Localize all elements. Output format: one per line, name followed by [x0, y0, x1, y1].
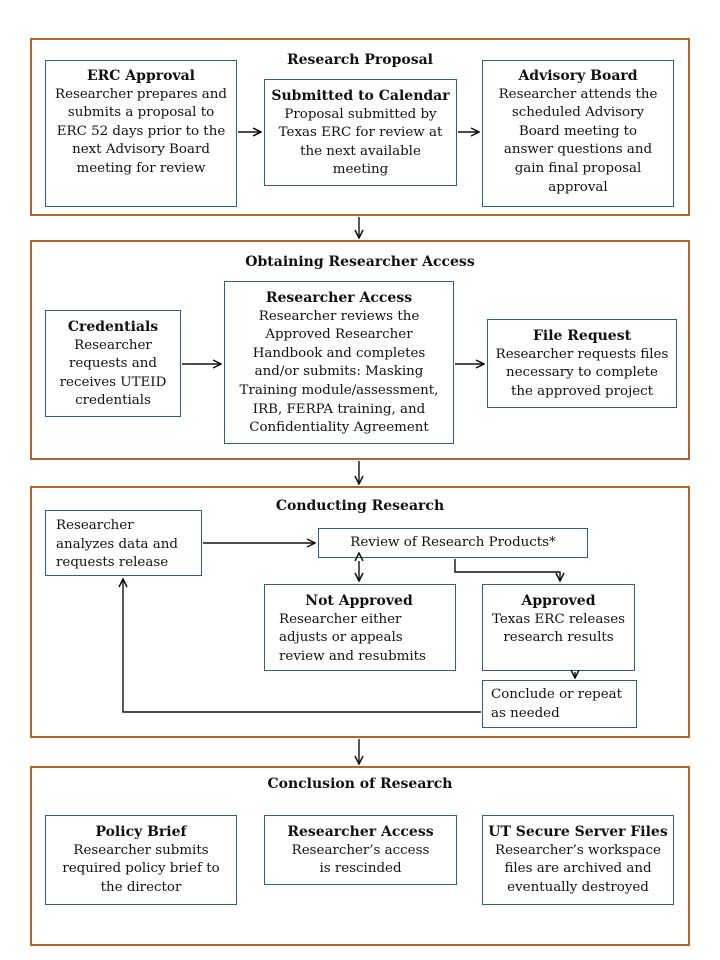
advisory-board-box: Advisory Board Researcher attends the sc… [482, 60, 674, 207]
section-title: Conducting Research [275, 498, 445, 514]
box-text: Researcher prepares and submits a propos… [55, 86, 227, 176]
box-heading: File Request [532, 328, 632, 344]
section-research-proposal: Research Proposal [30, 38, 690, 216]
box-heading: Credentials [67, 319, 159, 335]
box-heading: Advisory Board [518, 68, 638, 84]
credentials-box: Credentials Researcher requests and rece… [45, 310, 181, 417]
file-request-box: File Request Researcher requests files n… [487, 319, 677, 408]
box-heading: Researcher Access [287, 824, 434, 840]
box-text: Review of Research Products* [350, 535, 556, 550]
approved-box: Approved Texas ERC releases research res… [482, 584, 635, 671]
box-text: Researcher either adjusts or appeals rev… [279, 611, 426, 664]
box-text: Researcher’s workspace files are archive… [495, 842, 661, 895]
section-title: Research Proposal [287, 52, 433, 68]
researcher-access-box: Researcher Access Researcher reviews the… [224, 281, 454, 444]
ut-server-files-box: UT Secure Server Files Researcher’s work… [482, 815, 674, 905]
box-text: Researcher requests and receives UTEID c… [59, 337, 167, 409]
box-heading: ERC Approval [86, 68, 195, 84]
section-conducting-research: Conducting Research [30, 486, 690, 738]
box-text: Researcher analyzes data and requests re… [56, 518, 178, 571]
box-heading: UT Secure Server Files [488, 824, 668, 840]
submitted-to-calendar-box: Submitted to Calendar Proposal submitted… [264, 79, 457, 186]
policy-brief-box: Policy Brief Researcher submits required… [45, 815, 237, 905]
box-text: Researcher requests files necessary to c… [495, 346, 669, 399]
box-heading: Not Approved [305, 593, 413, 609]
box-heading: Policy Brief [95, 824, 187, 840]
section-conclusion: Conclusion of Research [30, 766, 690, 946]
erc-approval-box: ERC Approval Researcher prepares and sub… [45, 60, 237, 207]
conclude-repeat-box: Conclude or repeat as needed [482, 680, 637, 728]
section-title: Conclusion of Research [267, 776, 453, 792]
not-approved-box: Not Approved Researcher either adjusts o… [264, 584, 456, 671]
box-heading: Approved [521, 593, 596, 609]
box-text: Texas ERC releases research results [491, 611, 626, 646]
analyze-data-box: Researcher analyzes data and requests re… [45, 510, 202, 576]
section-title: Obtaining Researcher Access [245, 254, 475, 270]
box-text: Researcher submits required policy brief… [62, 842, 220, 895]
access-rescinded-box: Researcher Access Researcher’s access is… [264, 815, 457, 885]
box-heading: Submitted to Calendar [271, 88, 450, 104]
box-text: Researcher reviews the Approved Research… [239, 308, 439, 436]
box-text: Researcher’s access is rescinded [291, 842, 430, 877]
section-obtaining-access: Obtaining Researcher Access [30, 240, 690, 460]
box-text: Proposal submitted by Texas ERC for revi… [278, 106, 443, 178]
box-text: Researcher attends the scheduled Advisor… [498, 86, 658, 195]
box-heading: Researcher Access [265, 290, 413, 306]
box-text: Conclude or repeat as needed [491, 687, 622, 721]
review-products-box: Review of Research Products* [318, 528, 588, 558]
